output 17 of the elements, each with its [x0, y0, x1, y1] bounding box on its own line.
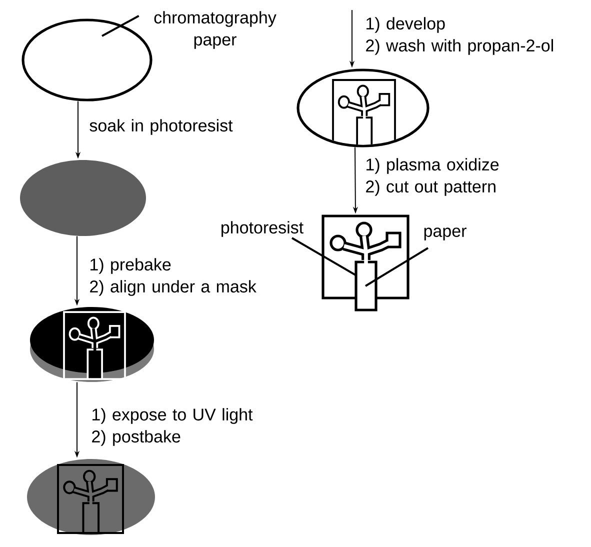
step-label: 1) prebake 2) align under a mask — [90, 258, 256, 296]
part-label: chromatography paper — [154, 11, 276, 49]
step-label: soak in photoresist — [90, 119, 233, 135]
step-label: 1) develop 2) wash with propan-2-ol — [366, 17, 553, 55]
part-label: paper — [424, 228, 466, 240]
developed-paper-disc — [296, 68, 430, 148]
paper-disc — [22, 18, 152, 102]
leader-line — [364, 247, 429, 287]
exposed-paper-disc — [27, 459, 155, 535]
step-label: 1) expose to UV light 2) postbake — [92, 408, 253, 446]
soaked-paper-disc — [20, 160, 146, 236]
masked-paper-disc — [30, 307, 154, 382]
leader-line — [292, 237, 356, 276]
part-label: photoresist — [222, 221, 304, 237]
leader-line — [102, 15, 140, 37]
paper-device — [322, 214, 410, 312]
step-label: 1) plasma oxidize 2) cut out pattern — [366, 158, 499, 196]
